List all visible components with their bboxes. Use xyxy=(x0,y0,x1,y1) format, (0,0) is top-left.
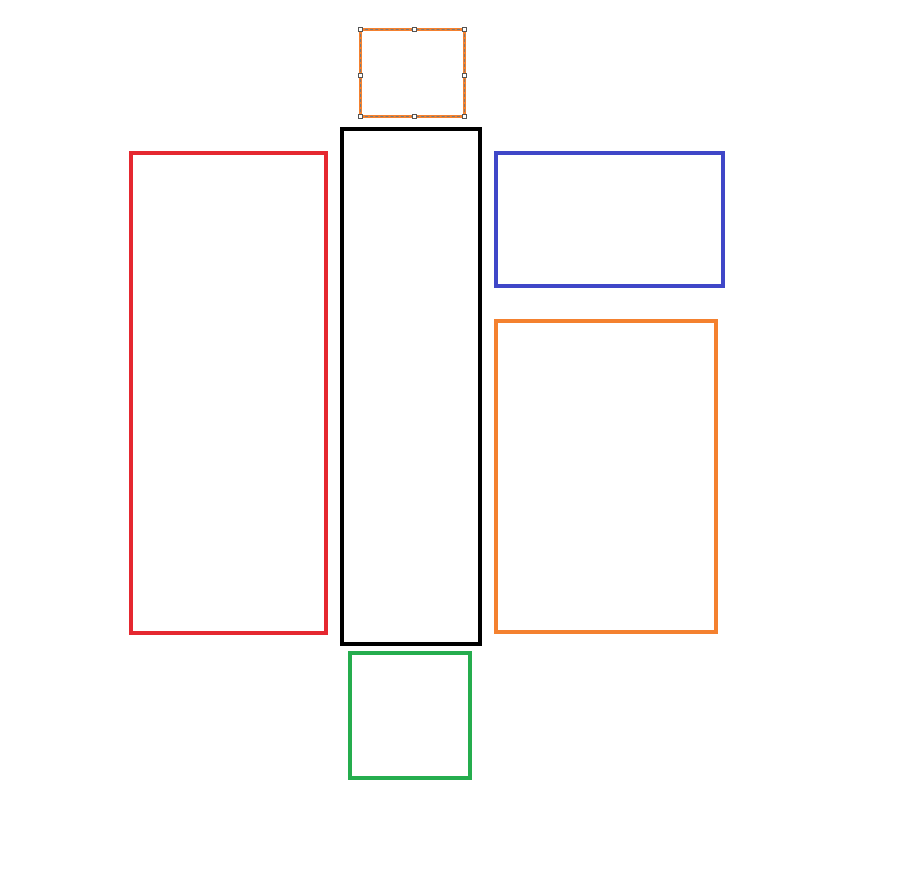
blue-rectangle[interactable] xyxy=(494,151,725,288)
resize-handle-top-middle[interactable] xyxy=(412,27,417,32)
resize-handle-bottom-left[interactable] xyxy=(358,114,363,119)
resize-handle-middle-left[interactable] xyxy=(358,73,363,78)
resize-handle-bottom-middle[interactable] xyxy=(412,114,417,119)
orange-rectangle[interactable] xyxy=(494,319,718,634)
black-rectangle[interactable] xyxy=(340,127,482,646)
green-rectangle[interactable] xyxy=(348,651,472,780)
resize-handle-bottom-right[interactable] xyxy=(462,114,467,119)
resize-handle-middle-right[interactable] xyxy=(462,73,467,78)
red-rectangle[interactable] xyxy=(129,151,328,635)
resize-handle-top-right[interactable] xyxy=(462,27,467,32)
selected-orange-rectangle[interactable] xyxy=(358,27,467,119)
resize-handle-top-left[interactable] xyxy=(358,27,363,32)
